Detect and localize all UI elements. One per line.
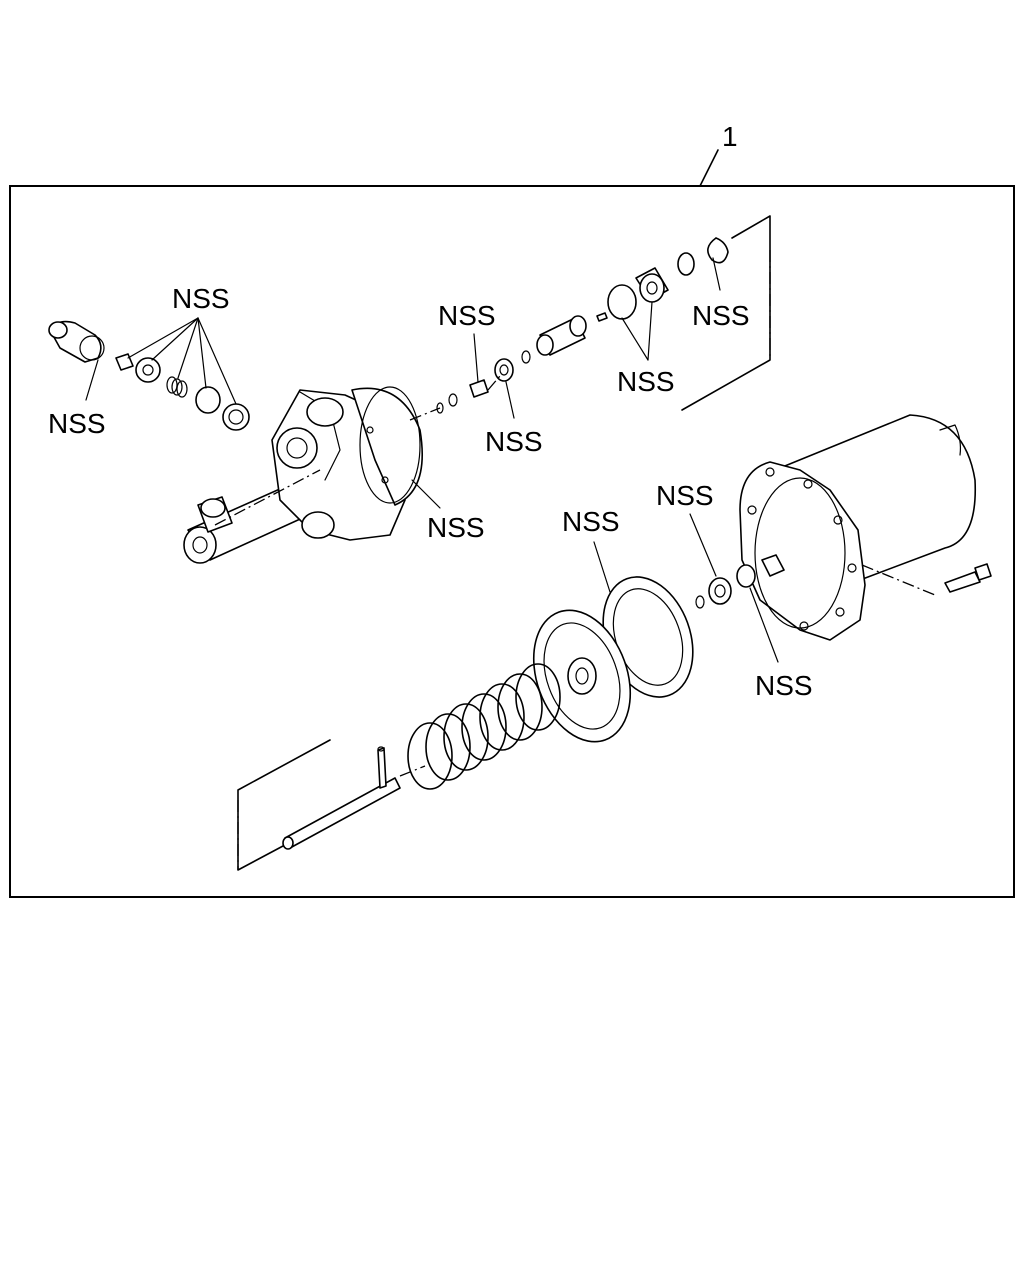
valve-body-assembly [183,386,423,564]
bolt [944,563,992,593]
lower-washers [695,564,756,609]
nss-label-bearing: NSS [485,426,543,457]
item-number-label: 1 [722,121,738,152]
main-spring [407,663,561,790]
lower-left-bracket [237,739,331,871]
diagram-frame [9,185,1015,898]
nss-label-diaphragm: NSS [617,366,675,397]
nss-label-gasket-washer: NSS [755,670,813,701]
nss-label-flange-seal: NSS [427,512,485,543]
nss-label-washer: NSS [656,480,714,511]
nss-label-check-valve: NSS [438,300,496,331]
nss-label-fitting: NSS [48,408,106,439]
item-number-leader [699,149,719,187]
nss-label-snap-ring: NSS [692,300,750,331]
nss-label-seal-kit: NSS [172,283,230,314]
upper-middle-small-parts [436,237,729,414]
nss-label-large-seal: NSS [562,506,620,537]
spring-chamber-housing [739,414,977,641]
top-left-small-parts [48,320,250,431]
push-rod [282,746,401,850]
